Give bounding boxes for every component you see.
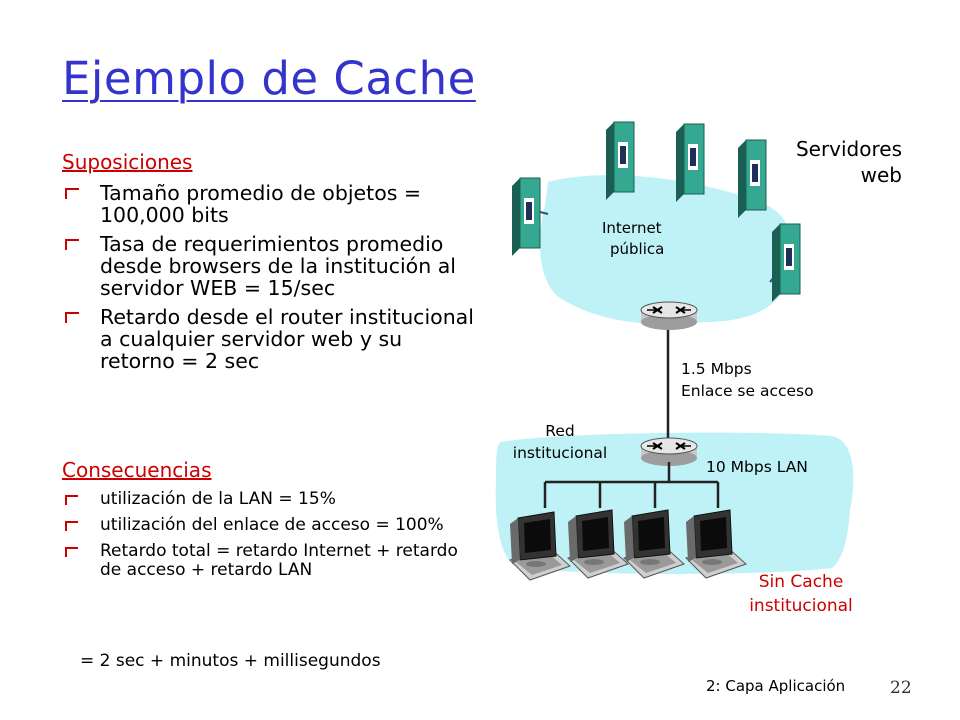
server-icon (771, 223, 801, 303)
chapter-footer: 2: Capa Aplicación (706, 677, 846, 695)
list-item: Retardo total = retardo Internet + retar… (62, 542, 482, 580)
bullet-icon (65, 495, 78, 505)
list-item: Tamaño promedio de objetos = 100,000 bit… (62, 182, 482, 226)
page-number: 22 (890, 678, 912, 698)
internet-label-line1: Internet (602, 219, 662, 237)
bullet-icon (65, 521, 78, 531)
list-item: utilización del enlace de acceso = 100% (62, 516, 482, 535)
internet-label: Internet pública (602, 218, 664, 260)
consequence-text: utilización del enlace de acceso = 100% (100, 515, 444, 535)
list-item: utilización de la LAN = 15% (62, 490, 482, 509)
server-icon (605, 121, 635, 201)
link-name: Enlace se acceso (681, 382, 814, 400)
bullet-icon (65, 547, 78, 557)
bullet-icon (65, 239, 79, 250)
server-icon (675, 123, 705, 203)
consequences-list: utilización de la LAN = 15% utilización … (62, 490, 482, 587)
consequence-text: utilización de la LAN = 15% (100, 489, 336, 509)
list-item: Tasa de requerimientos promedio desde br… (62, 233, 482, 299)
no-cache-line1: Sin Cache (758, 572, 844, 592)
server-icon (511, 177, 541, 257)
router-icon (640, 301, 698, 331)
servers-label-line1: Servidores (795, 137, 902, 161)
internet-label-line2: pública (610, 240, 665, 258)
access-link-label: 1.5 Mbps Enlace se acceso (681, 358, 814, 402)
consequence-text: Retardo total = retardo Internet + retar… (100, 541, 458, 580)
bullet-icon (65, 188, 79, 199)
delay-formula: = 2 sec + minutos + millisegundos (80, 651, 381, 671)
lan-speed-label: 10 Mbps LAN (706, 458, 808, 476)
servers-label-line2: web (860, 163, 902, 187)
server-icon (737, 139, 767, 219)
institutional-network-label: Red institucional (498, 420, 622, 464)
servers-label: Servidores web (766, 136, 902, 188)
internet-cloud (539, 175, 793, 325)
list-item: Retardo desde el router institucional a … (62, 306, 482, 372)
assumption-text: Retardo desde el router institucional a … (100, 305, 474, 373)
consequences-heading: Consecuencias (62, 458, 212, 482)
inst-net-line1: Red (545, 422, 575, 440)
assumption-text: Tamaño promedio de objetos = 100,000 bit… (100, 181, 422, 227)
no-cache-label: Sin Cache institucional (728, 570, 874, 618)
inst-net-line2: institucional (512, 444, 608, 462)
link-speed: 1.5 Mbps (681, 360, 752, 378)
bullet-icon (65, 312, 79, 323)
assumptions-heading: Suposiciones (62, 150, 193, 174)
assumptions-list: Tamaño promedio de objetos = 100,000 bit… (62, 182, 482, 379)
page-title: Ejemplo de Cache (62, 52, 476, 105)
assumption-text: Tasa de requerimientos promedio desde br… (100, 232, 456, 300)
router-icon (640, 437, 698, 467)
no-cache-line2: institucional (749, 596, 853, 616)
